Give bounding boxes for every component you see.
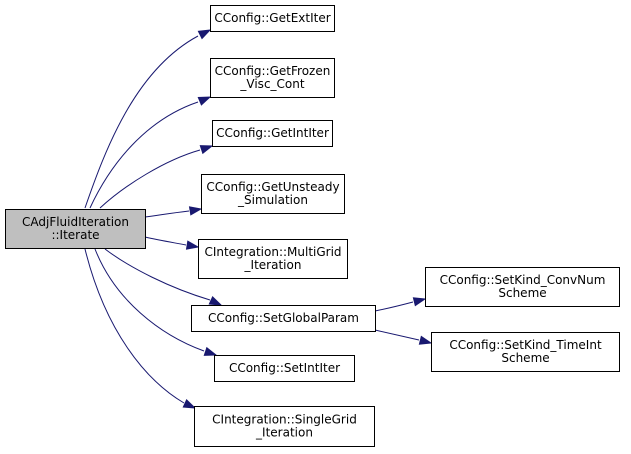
node-root: CAdjFluidIteration::Iterate bbox=[5, 209, 146, 249]
edge-root-to-get-frozen-visc-cont bbox=[89, 96, 212, 209]
edge-set-global-param-to-set-kind-timeint-scheme bbox=[374, 329, 433, 345]
edge-line bbox=[99, 149, 201, 209]
arrowhead bbox=[197, 96, 212, 106]
edge-line bbox=[144, 236, 187, 246]
edge-set-global-param-to-set-kind-convnum-scheme bbox=[374, 297, 427, 312]
node-label-line: _Iteration bbox=[255, 426, 313, 440]
edge-line bbox=[89, 101, 199, 209]
node-box bbox=[425, 267, 620, 307]
node-get-unsteady-simulation[interactable]: CConfig::GetUnsteady_Simulation bbox=[201, 174, 345, 214]
node-box bbox=[210, 58, 335, 98]
arrowhead bbox=[418, 335, 433, 345]
edge-line bbox=[374, 301, 414, 312]
node-label-line: CConfig::SetGlobalParam bbox=[208, 311, 359, 325]
node-label-line: ::Iterate bbox=[51, 228, 99, 242]
edge-root-to-set-global-param bbox=[104, 248, 223, 306]
nodes-layer: CAdjFluidIteration::Iterate CConfig::GetE… bbox=[5, 5, 620, 447]
node-label-line: Scheme bbox=[498, 286, 546, 300]
node-box bbox=[431, 332, 620, 372]
edge-root-to-set-int-iter bbox=[94, 248, 218, 356]
edges-layer bbox=[84, 29, 433, 409]
arrowhead bbox=[412, 297, 427, 307]
edge-root-to-multigrid-iteration bbox=[144, 236, 200, 250]
node-multigrid-iteration[interactable]: CIntegration::MultiGrid_Iteration bbox=[198, 239, 348, 279]
edge-line bbox=[84, 248, 185, 404]
node-label-line: CIntegration::MultiGrid bbox=[204, 245, 341, 259]
edge-line bbox=[84, 35, 199, 209]
arrowhead bbox=[182, 398, 197, 409]
node-label-line: CIntegration::SingleGrid bbox=[212, 413, 357, 427]
node-box bbox=[201, 174, 345, 214]
arrowhead bbox=[188, 206, 203, 216]
node-get-ext-iter[interactable]: CConfig::GetExtIter bbox=[210, 5, 335, 32]
node-box bbox=[214, 355, 355, 382]
edge-root-to-singlegrid-iteration bbox=[84, 248, 197, 409]
edge-line bbox=[374, 329, 420, 341]
edge-line bbox=[144, 210, 190, 218]
edge-line bbox=[104, 248, 211, 301]
node-label-line: _Iteration bbox=[244, 258, 302, 272]
node-box bbox=[212, 120, 333, 147]
node-set-int-iter[interactable]: CConfig::SetIntIter bbox=[214, 355, 355, 382]
node-label-line: CConfig::SetKind_ConvNum bbox=[440, 273, 606, 287]
node-label-line: CConfig::SetIntIter bbox=[229, 361, 340, 375]
node-box bbox=[194, 406, 375, 447]
node-label-line: CConfig::GetIntIter bbox=[216, 126, 329, 140]
node-label-line: CAdjFluidIteration bbox=[22, 215, 129, 229]
arrowhead bbox=[203, 346, 218, 356]
node-box bbox=[210, 5, 335, 32]
arrowhead bbox=[199, 145, 214, 155]
arrowhead bbox=[197, 29, 212, 40]
node-get-frozen-visc-cont[interactable]: CConfig::GetFrozen_Visc_Cont bbox=[210, 58, 335, 98]
node-label-line: _Visc_Cont bbox=[239, 77, 304, 91]
node-get-int-iter[interactable]: CConfig::GetIntIter bbox=[212, 120, 333, 147]
node-label-line: CConfig::GetUnsteady bbox=[206, 180, 339, 194]
node-label-line: Scheme bbox=[501, 351, 549, 365]
edge-root-to-get-unsteady-simulation bbox=[144, 206, 203, 218]
node-box bbox=[198, 239, 348, 279]
node-box bbox=[5, 209, 146, 249]
node-label-line: _Simulation bbox=[237, 193, 308, 207]
node-label-line: CConfig::SetKind_TimeInt bbox=[449, 338, 602, 352]
node-label-line: CConfig::GetFrozen bbox=[215, 64, 331, 78]
node-singlegrid-iteration[interactable]: CIntegration::SingleGrid_Iteration bbox=[194, 406, 375, 447]
edge-line bbox=[94, 248, 205, 352]
node-label-line: CConfig::GetExtIter bbox=[214, 11, 330, 25]
node-set-global-param[interactable]: CConfig::SetGlobalParam bbox=[191, 305, 376, 332]
arrowhead bbox=[208, 295, 223, 306]
arrowhead bbox=[185, 240, 200, 250]
edge-root-to-get-ext-iter bbox=[84, 29, 212, 209]
node-box bbox=[191, 305, 376, 332]
edge-root-to-get-int-iter bbox=[99, 145, 214, 209]
